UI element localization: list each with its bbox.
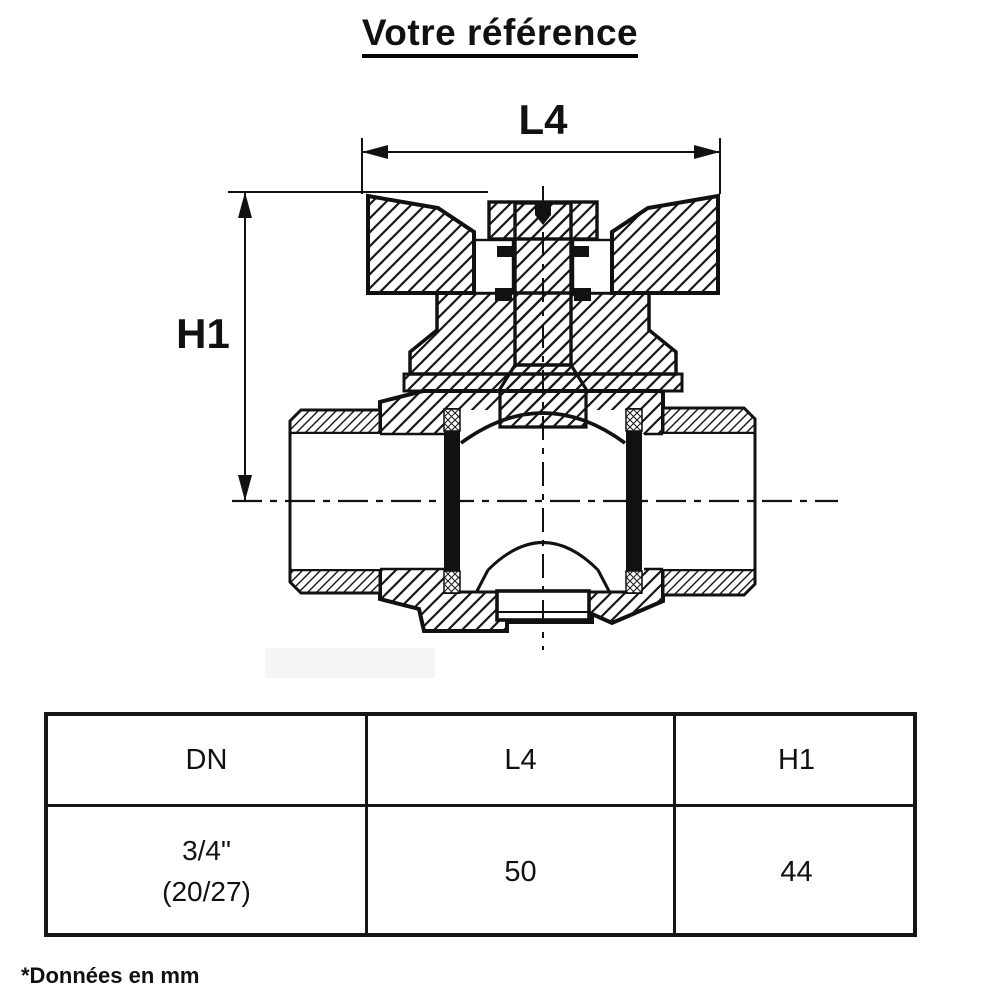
dn-value-line2: (20/27) [162,876,251,907]
stem-seals [495,246,591,301]
arrow-left-icon [362,145,388,159]
arrow-right-icon [694,145,720,159]
handle-wing-left [366,193,476,295]
valve-technical-drawing: L4 H1 [176,96,838,678]
dimension-h1: H1 [176,191,488,501]
table-cell-dn: 3/4" (20/27) [48,807,368,937]
table-header-h1: H1 [676,716,917,807]
page-title: Votre référence [0,12,1000,58]
watermark-smudge [265,648,435,678]
dimension-label-l4: L4 [518,96,568,143]
dimension-l4: L4 [361,96,721,194]
nut-slot [535,202,551,225]
handle-wing-right [610,193,720,295]
table-header-dn: DN [48,716,368,807]
seat-right [625,408,643,594]
arrow-down-icon [238,475,252,501]
dimension-label-h1: H1 [176,310,230,357]
dn-value-line1: 3/4" [182,835,231,867]
footnote: *Données en mm [21,963,200,988]
table-cell-h1: 44 [780,855,813,888]
arrow-up-icon [238,192,252,218]
table-header-l4: L4 [368,716,676,807]
table-cell-l4: 50 [368,807,676,937]
spec-table: DN L4 H1 3/4" (20/27) 50 44 [44,712,917,937]
